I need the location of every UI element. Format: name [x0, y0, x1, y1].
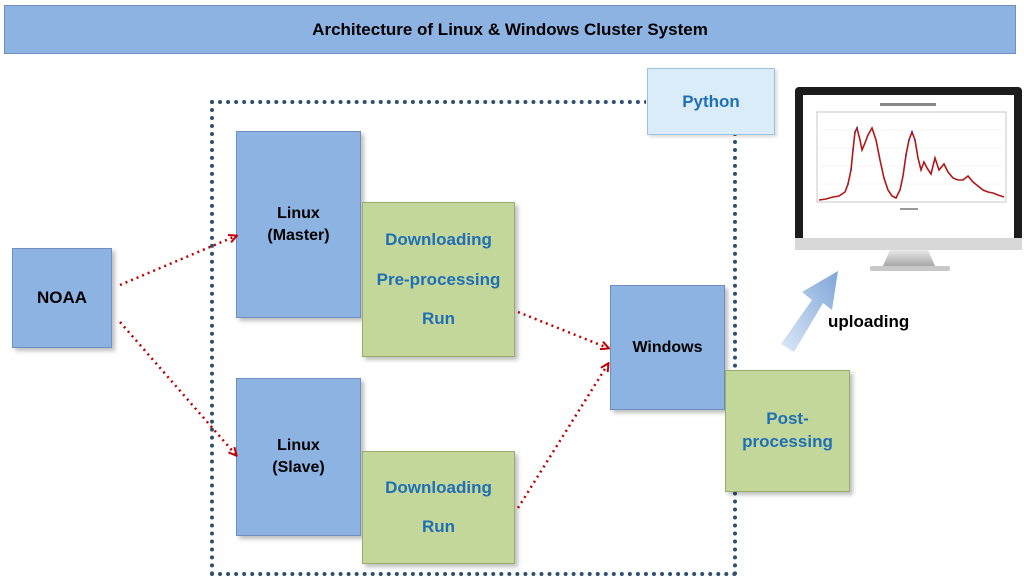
arrow-noaa-to-slave: [119, 321, 236, 455]
slave-task-downloading: Downloading: [385, 477, 492, 497]
master-task-run: Run: [421, 308, 456, 328]
linux-slave-node: Linux (Slave): [236, 378, 361, 536]
post-line1: Post-: [766, 409, 809, 429]
linux-master-node: Linux (Master): [236, 131, 361, 318]
arrow-noaa-to-master: [119, 236, 236, 287]
diagram-title: Architecture of Linux & Windows Cluster …: [4, 5, 1016, 54]
python-label-box: Python: [647, 68, 775, 135]
slave-tasks-box: Downloading Run: [362, 451, 515, 564]
noaa-node: NOAA: [12, 248, 112, 348]
windows-node: Windows: [610, 285, 725, 410]
arrow-master-to-windows: [517, 310, 608, 348]
post-line2: processing: [742, 432, 833, 451]
linux-master-line2: (Master): [267, 226, 330, 244]
linux-slave-line1: Linux: [277, 437, 320, 455]
linux-slave-line2: (Slave): [272, 459, 325, 476]
python-cluster-container: [210, 100, 737, 576]
uploading-label: uploading: [828, 312, 910, 331]
arrow-slave-to-windows: [516, 364, 608, 509]
master-tasks-box: Downloading Pre-processing Run: [362, 202, 515, 357]
upload-arrow-icon: [781, 271, 838, 352]
linux-master-line1: Linux: [277, 204, 320, 222]
post-processing-box: Post- processing: [725, 370, 850, 492]
monitor-icon: [795, 87, 1022, 271]
master-task-downloading: Downloading: [385, 230, 492, 250]
slave-task-run: Run: [421, 517, 456, 537]
master-task-preprocessing: Pre-processing: [376, 269, 501, 289]
